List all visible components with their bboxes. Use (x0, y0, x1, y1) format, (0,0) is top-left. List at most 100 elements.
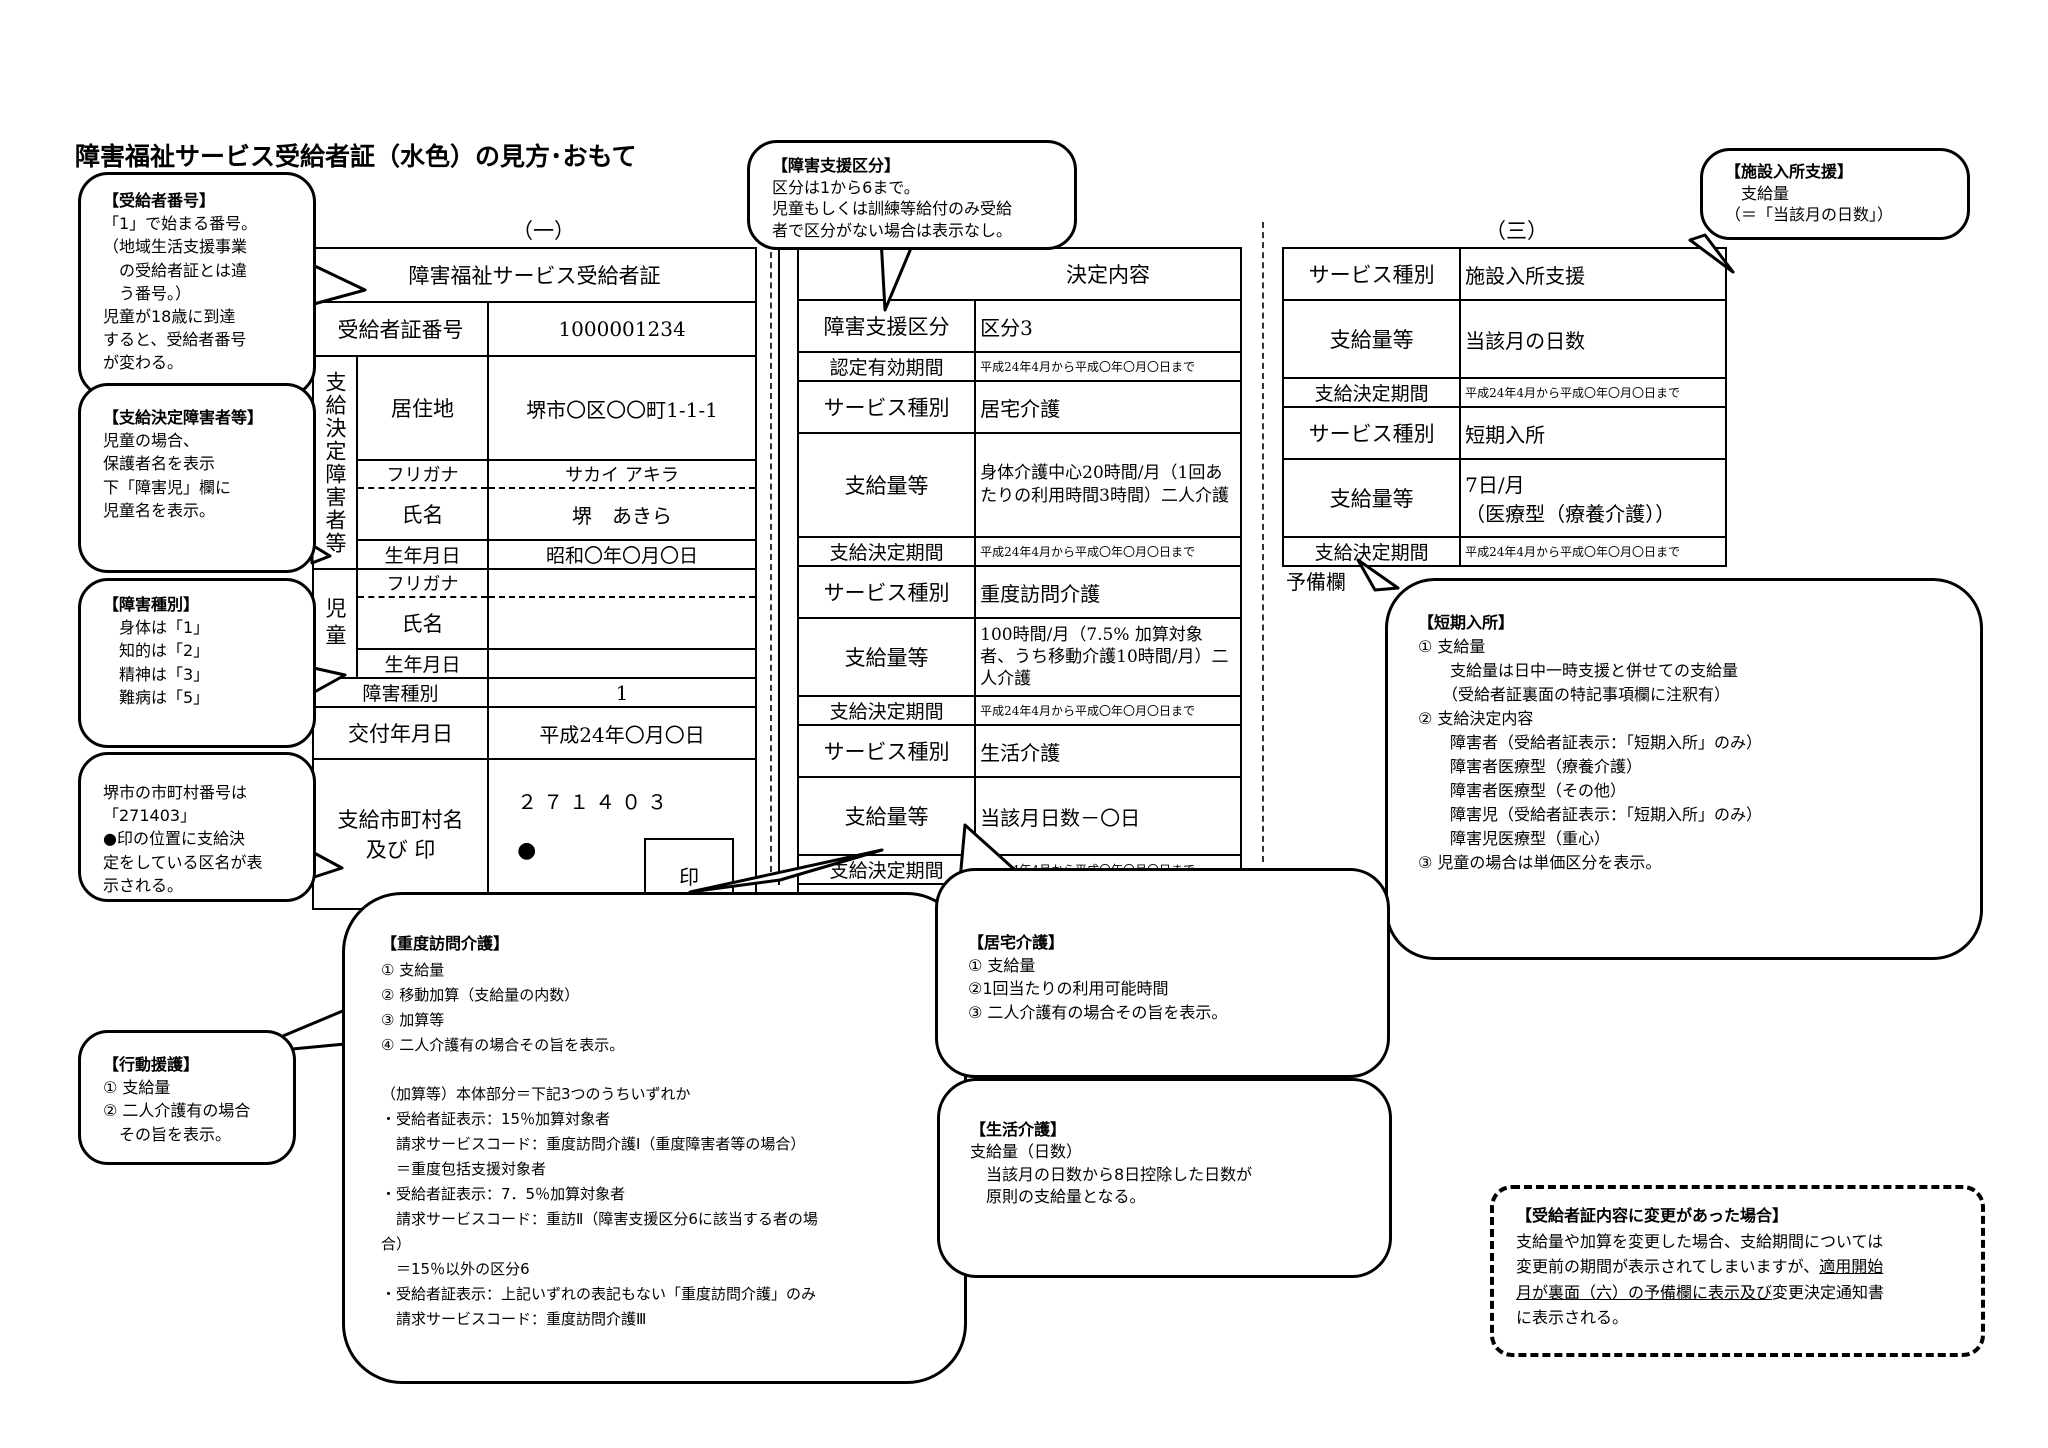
child-birth-label: 生年月日 (355, 648, 490, 679)
callout-line: 当該月の日数から8日控除した日数が (970, 1164, 1253, 1184)
city-label: 支給市町村名 及び 印 (311, 758, 490, 910)
callout-heavy-visit: 【重度訪問介護】 ① 支給量 ② 移動加算（支給量の内数） ③ 加算等 ④ 二人… (342, 892, 967, 1384)
period-label: 支給決定期間 (1281, 377, 1462, 408)
callout-line-underlined: 月が裏面（六）の予備欄に表示及び (1516, 1282, 1773, 1302)
callout-line: 児童が18歳に到達 (103, 306, 236, 326)
callout-line: （受給者証裏面の特記事項欄に注釈有） (1418, 685, 1731, 704)
tail-facility (1688, 233, 1735, 274)
callout-line: 請求サービスコード：重訪Ⅱ（障害支援区分6に該当する者の場 (381, 1210, 818, 1229)
service-type-label: サービス種別 (1281, 406, 1462, 460)
recipient-number-label: 受給者証番号 (311, 301, 490, 357)
callout-line: 請求サービスコード：重度訪問介護Ⅲ (381, 1310, 647, 1329)
callout-line: 児童名を表示。 (103, 500, 216, 520)
panel-divider-left (770, 222, 772, 882)
callout-line: 身体は「1」 (103, 618, 210, 638)
name-value: 堺 あきら (487, 488, 757, 541)
decision-person-vertical-label: 支給決定障害者等 (312, 355, 358, 570)
callout-line: 知的は「2」 (103, 641, 210, 661)
period-label: 支給決定期間 (796, 536, 977, 567)
amount-value: 当該月日数－〇日 (974, 776, 1242, 856)
panel-divider-right (1262, 222, 1264, 862)
callout-line: 区分は1から6まで。 (772, 177, 920, 197)
callout-title: 【短期入所】 (1418, 613, 1515, 632)
callout-title: 【生活介護】 (970, 1120, 1067, 1139)
furigana-value: サカイ アキラ (487, 459, 757, 489)
name-label: 氏名 (355, 488, 490, 541)
period-value: 平成24年4月から平成〇年〇月〇日まで (974, 695, 1242, 726)
facility-card: サービス種別施設入所支援 支給量等当該月の日数 支給決定期間平成24年4月から平… (1281, 247, 1727, 567)
seal-box: 印 (644, 838, 735, 907)
city-code: ２７１４０３ (517, 790, 674, 814)
recipient-number-value: 1000001234 (487, 301, 757, 357)
panel-separator (778, 245, 780, 885)
callout-recipient-number: 【受給者番号】 「1」で始まる番号。 （地域生活支援事業 の受給者証とは違 う番… (78, 172, 316, 397)
child-furigana-label: フリガナ (355, 568, 490, 598)
tail-short-stay (1356, 558, 1400, 592)
child-furigana-value (487, 568, 757, 598)
period-label: 支給決定期間 (1281, 536, 1462, 567)
callout-line: 堺市の市町村番号は (103, 783, 248, 802)
callout-line: （加算等）本体部分＝下記3つのうちいずれか (381, 1084, 691, 1103)
service-type-label: サービス種別 (796, 724, 977, 778)
callout-line: ② 二人介護有の場合 (103, 1101, 251, 1121)
service-type-value: 生活介護 (974, 724, 1242, 778)
decision-header: 決定内容 (797, 247, 1242, 301)
birth-label: 生年月日 (355, 539, 490, 570)
callout-line: 支給量や加算を変更した場合、支給期間については (1516, 1231, 1884, 1251)
amount-label: 支給量等 (796, 432, 977, 538)
callout-line: 示される。 (103, 875, 184, 895)
callout-line-underlined: 適用開始 (1819, 1257, 1884, 1277)
callout-line: 児童の場合、 (103, 431, 200, 451)
valid-period-label: 認定有効期間 (796, 351, 977, 382)
callout-line: 精神は「3」 (103, 664, 210, 684)
disability-type-value: 1 (487, 677, 757, 708)
period-label: 支給決定期間 (796, 695, 977, 726)
period-label: 支給決定期間 (796, 854, 977, 885)
service-type-label: サービス種別 (796, 380, 977, 434)
callout-disability-type: 【障害種別】 身体は「1」 知的は「2」 精神は「3」 難病は「5」 (78, 578, 316, 748)
callout-line: ・受給者証表示：上記いずれの表記もない「重度訪問介護」のみ (381, 1285, 817, 1304)
callout-line: ・受給者証表示：7．5％加算対象者 (381, 1185, 626, 1204)
valid-period-value: 平成24年4月から平成〇年〇月〇日まで (974, 351, 1242, 382)
callout-short-stay: 【短期入所】 ① 支給量 支給量は日中一時支援と併せての支給量 （受給者証裏面の… (1385, 578, 1983, 960)
callout-line: 障害者（受給者証表示：「短期入所」のみ） (1418, 733, 1763, 752)
callout-line: （地域生活支援事業 (103, 237, 248, 257)
service-type-label: サービス種別 (796, 565, 977, 619)
callout-line: の受給者証とは違 (103, 260, 248, 280)
callout-line: ＝重度包括支援対象者 (381, 1160, 547, 1179)
callout-daily-life: 【生活介護】 支給量（日数） 当該月の日数から8日控除した日数が 原則の支給量と… (937, 1078, 1392, 1278)
callout-line: ＝15％以外の区分6 (381, 1260, 530, 1279)
amount-label: 支給量等 (1281, 458, 1462, 538)
period-value: 平成24年4月から平成〇年〇月〇日まで (974, 536, 1242, 567)
callout-facility: 【施設入所支援】 支給量 （＝「当該月の日数」） (1700, 148, 1970, 240)
callout-title: 【行動援護】 (103, 1055, 200, 1074)
service-type-value: 施設入所支援 (1459, 247, 1727, 301)
callout-line: ① 支給量 (968, 956, 1036, 976)
callout-line: 障害児医療型（重心） (1418, 829, 1611, 848)
panel-label-one: （一） (512, 219, 575, 243)
callout-line: が変わる。 (103, 353, 184, 373)
callout-line: ④ 二人介護有の場合その旨を表示。 (381, 1035, 625, 1054)
child-vertical-label: 児童 (312, 568, 358, 679)
callout-title: 【障害支援区分】 (772, 156, 901, 175)
callout-support-level: 【障害支援区分】 区分は1から6まで。 児童もしくは訓練等給付のみ受給 者で区分… (747, 140, 1077, 250)
amount-label: 支給量等 (1281, 299, 1462, 379)
callout-line: 障害者医療型（その他） (1418, 781, 1627, 800)
callout-line: 支給量（日数） (970, 1142, 1083, 1162)
callout-line (381, 1058, 928, 1082)
callout-title: 【施設入所支援】 (1725, 162, 1854, 181)
callout-behavior: 【行動援護】 ① 支給量 ② 二人介護有の場合 その旨を表示。 (78, 1030, 296, 1165)
callout-line: 保護者名を表示 (103, 454, 216, 474)
callout-line: 難病は「5」 (103, 687, 210, 707)
callout-title: 【重度訪問介護】 (381, 934, 510, 953)
city-dot: ● (517, 838, 537, 863)
support-level-value: 区分3 (974, 299, 1242, 353)
child-birth-value (487, 648, 757, 679)
callout-line: その旨を表示。 (103, 1124, 232, 1144)
service-type-value: 居宅介護 (974, 380, 1242, 434)
amount-value: 当該月の日数 (1459, 299, 1727, 379)
amount-label: 支給量等 (796, 776, 977, 856)
callout-line: ●印の位置に支給決 (103, 829, 245, 849)
callout-line: 定をしている区名が表 (103, 852, 263, 872)
callout-title: 【受給者番号】 (103, 191, 216, 210)
